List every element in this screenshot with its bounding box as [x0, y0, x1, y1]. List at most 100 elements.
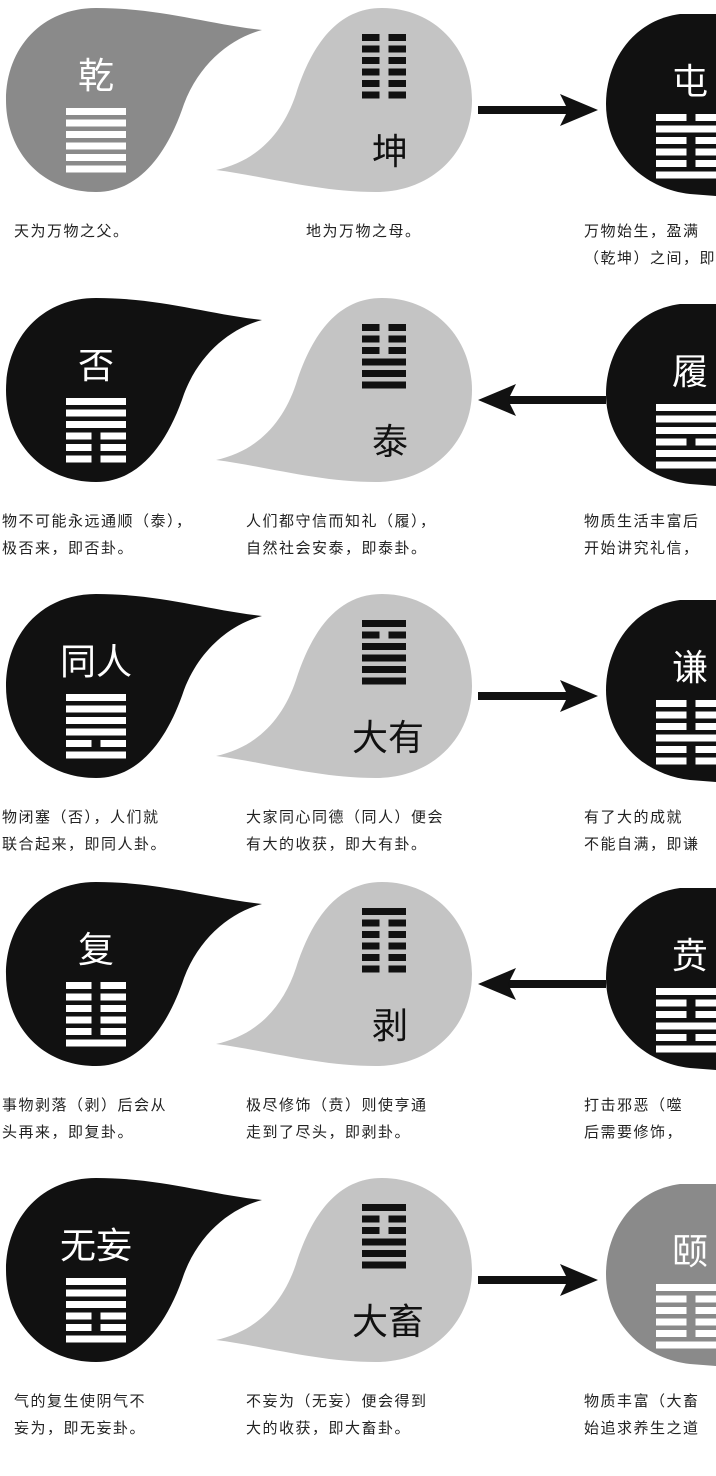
hexagram-shape-left: [6, 882, 262, 1066]
yin-line-left: [66, 993, 92, 1001]
yang-line: [656, 1022, 716, 1030]
yin-line-left: [656, 137, 687, 144]
yin-line-right: [695, 114, 716, 121]
hexagram-lines-left: [66, 1278, 126, 1343]
yin-line-right: [695, 160, 716, 167]
yin-line-left: [362, 931, 380, 938]
hexagram-name-left: 同人: [60, 642, 132, 683]
yang-line: [66, 705, 126, 713]
yin-line-left: [362, 34, 380, 41]
arrow-left-icon: [478, 968, 606, 1000]
caption-line: 物质丰富（大畜: [584, 1392, 700, 1410]
yang-line: [362, 643, 406, 650]
caption-line: 联合起来，即同人卦。: [2, 835, 167, 853]
hexagram-name-left: 复: [78, 930, 114, 971]
yang-line: [656, 734, 716, 742]
arrow-head: [560, 680, 598, 712]
hexagram-lines-right: [656, 988, 716, 1053]
yin-line-right: [388, 91, 406, 99]
yin-line-right: [695, 1034, 716, 1041]
hexagram-name-right: 履: [672, 352, 708, 393]
hexagram-shape-right: [606, 1184, 716, 1366]
arrow-right-icon: [478, 680, 598, 712]
caption-line: 不能自满，即谦: [584, 835, 700, 853]
hexagram-name-middle: 剥: [372, 1006, 408, 1047]
yin-line-left: [362, 919, 380, 927]
hexagram-lines-middle: [362, 1204, 406, 1269]
yang-line: [66, 1301, 126, 1308]
hexagram-shape-middle: [216, 8, 472, 192]
hexagram-name-right: 屯: [672, 62, 708, 103]
yin-line-left: [656, 723, 687, 730]
yin-line-left: [656, 1295, 687, 1303]
yin-line-right: [695, 723, 716, 730]
hexagram-shape-middle: [216, 1178, 472, 1362]
yin-line-left: [66, 1005, 92, 1012]
hexagram-name-left: 否: [78, 346, 114, 387]
yin-line-right: [695, 746, 716, 753]
hexagram-name-middle: 泰: [372, 422, 408, 463]
arrow-head: [560, 1264, 598, 1296]
yang-line: [66, 751, 126, 759]
yin-line-right: [100, 740, 126, 747]
arrow-head: [478, 968, 516, 1000]
yin-line-right: [388, 80, 406, 87]
yin-line-right: [388, 954, 406, 961]
arrow-shaft: [478, 1276, 570, 1284]
yin-line-right: [388, 919, 406, 927]
arrow-right-icon: [478, 1264, 598, 1296]
hexagram-name-right: 谦: [672, 648, 708, 689]
yin-line-left: [656, 1307, 687, 1314]
yin-line-left: [362, 631, 380, 639]
sequence-row-2: 否泰履物不可能永远通顺（泰），极否来，即否卦。人们都守信而知礼（履），自然社会安…: [2, 298, 716, 557]
hexagram-shape-right: [606, 304, 716, 486]
arrow-head: [560, 94, 598, 126]
hexagram-lines-right: [656, 1284, 716, 1349]
yin-line-left: [66, 1324, 92, 1331]
hexagram-shape-left: [6, 298, 262, 482]
caption-line: 极尽修饰（贲）则使亨通: [246, 1096, 428, 1114]
yin-line-left: [362, 965, 380, 973]
yang-line: [362, 1261, 406, 1269]
yang-line: [656, 1284, 716, 1291]
yin-line-left: [66, 1028, 92, 1035]
arrow-shaft: [506, 980, 606, 988]
caption-line: 天为万物之父。: [14, 222, 130, 240]
yin-line-left: [656, 700, 687, 707]
yin-line-left: [362, 347, 380, 354]
yang-line: [66, 142, 126, 150]
arrow-right-icon: [478, 94, 598, 126]
hexagram-name-middle: 坤: [372, 132, 408, 173]
caption-line: 地为万物之母。: [306, 222, 422, 240]
hexagram-shape-middle: [216, 594, 472, 778]
hexagram-lines-left: [66, 982, 126, 1047]
hexagram-name-left: 乾: [78, 56, 114, 97]
yin-line-right: [388, 57, 406, 64]
yang-line: [66, 1278, 126, 1285]
yang-line: [656, 450, 716, 457]
arrow-shaft: [478, 692, 570, 700]
yin-line-left: [66, 432, 92, 440]
yang-line: [656, 171, 716, 179]
yin-line-left: [656, 746, 687, 753]
caption-middle: 人们都守信而知礼（履），自然社会安泰，即泰卦。: [246, 512, 435, 557]
yin-line-right: [388, 1215, 406, 1223]
yin-line-right: [695, 1330, 716, 1337]
yang-line: [66, 728, 126, 736]
hexagram-lines-left: [66, 694, 126, 759]
yang-line: [362, 358, 406, 366]
hexagram-lines-middle: [362, 620, 406, 685]
caption-line: 物质生活丰富后: [584, 512, 700, 530]
yin-line-right: [695, 1011, 716, 1018]
yang-line: [362, 1250, 406, 1257]
yang-line: [362, 620, 406, 627]
arrow-left-icon: [478, 384, 606, 416]
hexagram-shape-left: [6, 1178, 262, 1362]
yang-line: [66, 108, 126, 115]
